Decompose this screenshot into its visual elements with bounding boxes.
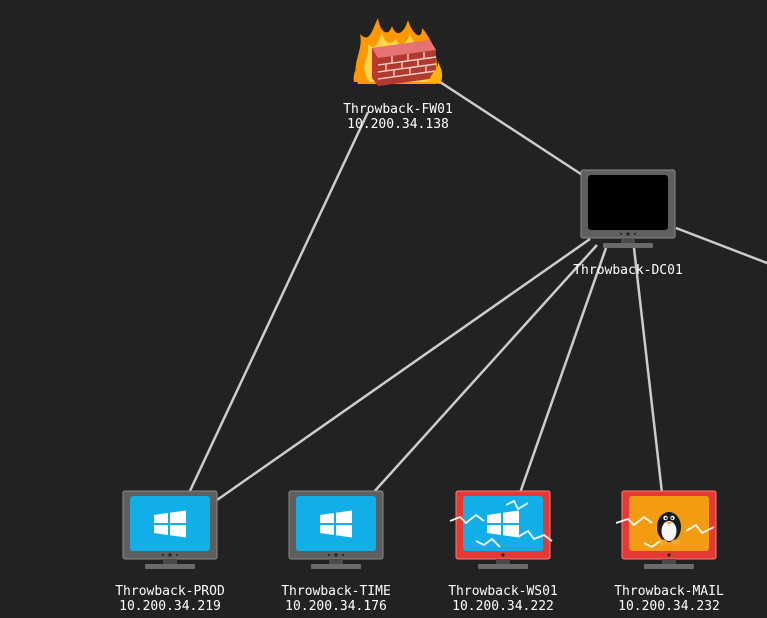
node-ip: 10.200.34.176 — [285, 599, 387, 614]
edge-dc01-mail — [632, 247, 664, 494]
node-fw01[interactable] — [353, 18, 443, 86]
windows-monitor-compromised-icon — [449, 490, 553, 569]
node-ip: 10.200.34.219 — [119, 599, 221, 614]
edge-fw01-prod — [187, 111, 370, 494]
windows-monitor-icon — [288, 490, 384, 569]
tux-icon — [657, 512, 681, 545]
node-ip: 10.200.34.138 — [347, 117, 449, 132]
node-label-prod: Throwback-PROD 10.200.34.219 — [115, 584, 225, 614]
node-ip: 10.200.34.222 — [452, 599, 554, 614]
node-name: Throwback-DC01 — [573, 263, 683, 278]
node-mail[interactable] — [615, 490, 717, 569]
node-name: Throwback-WS01 — [448, 584, 558, 599]
linux-monitor-compromised-icon — [615, 490, 717, 569]
monitor-blank-icon — [580, 169, 676, 248]
node-name: Throwback-PROD — [115, 584, 225, 599]
windows-monitor-icon — [122, 490, 218, 569]
node-prod[interactable] — [122, 490, 218, 569]
edges-layer — [187, 78, 767, 502]
node-label-dc01: Throwback-DC01 — [573, 263, 683, 278]
node-label-fw01: Throwback-FW01 10.200.34.138 — [343, 102, 453, 132]
node-ip: 10.200.34.232 — [618, 599, 720, 614]
node-label-mail: Throwback-MAIL 10.200.34.232 — [614, 584, 724, 614]
edge-dc01-prod — [216, 237, 591, 502]
node-name: Throwback-TIME — [281, 584, 391, 599]
lightning-effect — [615, 515, 715, 549]
node-label-time: Throwback-TIME 10.200.34.176 — [281, 584, 391, 614]
edge-dc01-offscreen-right — [675, 226, 767, 265]
node-dc01[interactable] — [580, 169, 676, 248]
node-name: Throwback-MAIL — [614, 584, 724, 599]
node-ws01[interactable] — [449, 490, 553, 569]
lightning-effect — [449, 499, 553, 548]
edge-dc01-time — [372, 244, 598, 494]
edge-dc01-ws01 — [518, 247, 608, 494]
node-name: Throwback-FW01 — [343, 102, 453, 117]
edge-fw01-dc01 — [436, 78, 591, 182]
node-label-ws01: Throwback-WS01 10.200.34.222 — [448, 584, 558, 614]
node-time[interactable] — [288, 490, 384, 569]
firewall-icon — [353, 18, 443, 86]
